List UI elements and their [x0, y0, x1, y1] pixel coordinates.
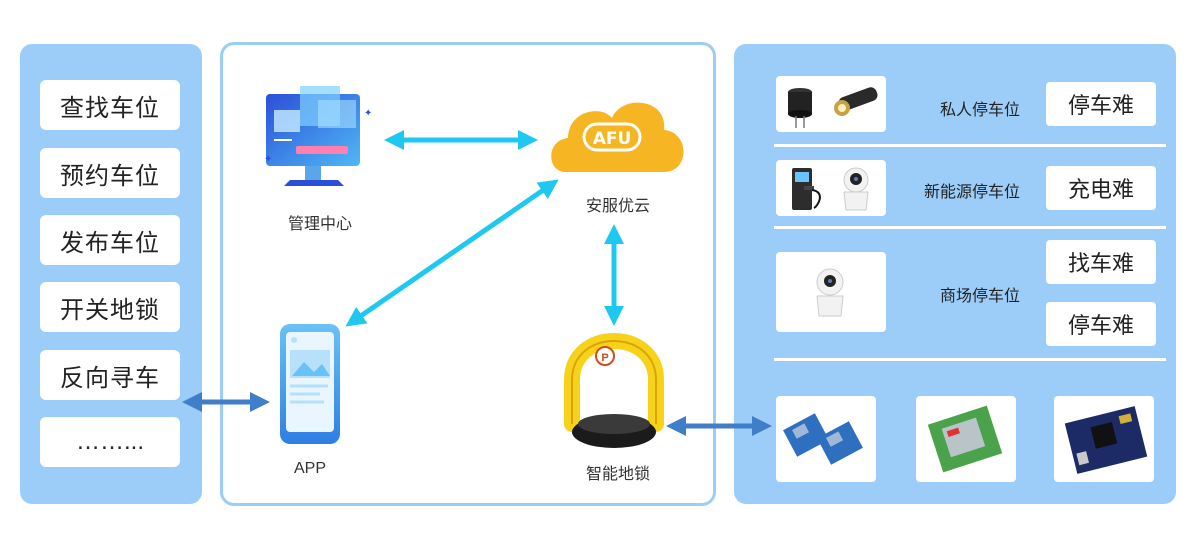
buzzer-icon [788, 88, 812, 128]
svg-text:P: P [601, 352, 608, 364]
parking-lock-icon: P [564, 333, 664, 448]
cloud-label: 安服优云 [585, 198, 650, 215]
divider [774, 144, 1166, 147]
feature-reverse-find-car[interactable]: 反向寻车 [40, 350, 180, 400]
gsm-module-icon [927, 405, 1003, 473]
smartphone-icon [280, 324, 340, 444]
security-camera-icon [843, 167, 869, 211]
problem-parking-private[interactable]: 停车难 [1046, 82, 1156, 126]
svg-text:✦: ✦ [364, 108, 372, 119]
divider [774, 226, 1166, 229]
divider [774, 358, 1166, 361]
feature-publish-space[interactable]: 发布车位 [40, 215, 180, 265]
problem-parking-mall[interactable]: 停车难 [1046, 302, 1156, 346]
feature-find-space[interactable]: 查找车位 [40, 80, 180, 130]
problem-charging[interactable]: 充电难 [1046, 166, 1156, 210]
scenario-mall-label: 商场停车位 [939, 288, 1020, 305]
security-camera-icon [816, 268, 844, 317]
laser-module-icon [834, 87, 878, 116]
cloud-icon [551, 102, 684, 172]
problem-find-car[interactable]: 找车难 [1046, 240, 1156, 284]
monitor-dashboard-icon: ✦ ✦ [264, 86, 372, 186]
circuit-board-icon [1064, 406, 1148, 474]
feature-toggle-lock[interactable]: 开关地锁 [40, 282, 180, 332]
scenario-private-label: 私人停车位 [939, 102, 1020, 119]
charging-pile-icon [792, 168, 821, 210]
lock-label: 智能地锁 [585, 466, 650, 483]
feature-reserve-space[interactable]: 预约车位 [40, 148, 180, 198]
cloud-logo-text: AFU [593, 129, 632, 149]
bluetooth-module-icon [783, 413, 863, 465]
arrow-app-cloud [345, 179, 559, 327]
svg-text:✦: ✦ [264, 154, 272, 165]
scenario-ev-label: 新能源停车位 [923, 184, 1020, 201]
app-label: APP [293, 460, 326, 477]
feature-more[interactable]: ……... [40, 417, 180, 467]
management-label: 管理中心 [287, 216, 352, 233]
